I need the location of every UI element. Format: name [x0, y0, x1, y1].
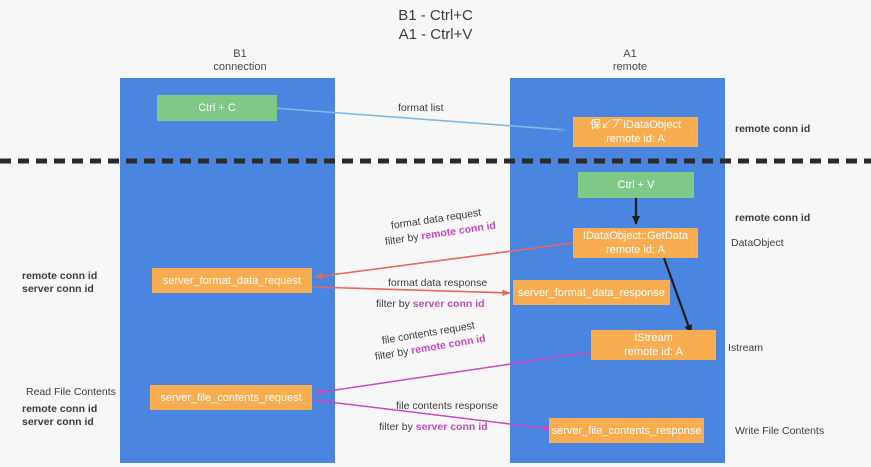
annotation-left-server-conn-id-2: server conn id: [22, 416, 94, 428]
box-idataobject-name: IDataObject: [622, 119, 682, 131]
annotation-remote-conn-id-mid: remote conn id: [735, 212, 811, 224]
box-server-file-contents-response[interactable]: server_file_contents_response: [549, 418, 704, 443]
box-ctrl-c-label: Ctrl + C: [198, 102, 236, 114]
box-ctrl-v[interactable]: Ctrl + V: [578, 172, 694, 198]
column-header-b1-sub: connection: [213, 61, 267, 73]
column-header-a1-sub: remote: [612, 61, 648, 73]
annotation-dataobject: DataObject: [731, 237, 784, 249]
column-header-b1: B1 connection: [150, 48, 330, 74]
title-line-1: B1 - Ctrl+C: [398, 7, 473, 24]
box-idataobject-title: 保↙丆IDataObject: [590, 118, 681, 132]
box-idataobject[interactable]: 保↙丆IDataObject remote id: A: [573, 117, 698, 147]
box-server-file-contents-request-label: server_file_contents_request: [160, 391, 302, 404]
box-idataobject-sub: remote id: A: [606, 133, 665, 145]
annotation-remote-conn-id-top: remote conn id: [735, 123, 811, 135]
filter-key-server-conn-id-1: server conn id: [412, 298, 485, 310]
column-header-b1-name: B1: [233, 48, 247, 60]
filter-prefix-2: filter by: [376, 298, 413, 310]
box-istream-title: IStream: [634, 332, 673, 344]
box-server-file-contents-request[interactable]: server_file_contents_request: [150, 385, 312, 410]
edge-label-format-data-response-filter: filter by server conn id: [376, 297, 485, 311]
box-idataobject-getdata[interactable]: IDataObject::GetData remote id: A: [573, 228, 698, 258]
page-title: B1 - Ctrl+C A1 - Ctrl+V: [0, 6, 871, 44]
filter-prefix-1: filter by: [384, 230, 423, 248]
box-ctrl-c[interactable]: Ctrl + C: [157, 95, 277, 121]
box-getdata-title: IDataObject::GetData: [582, 230, 689, 242]
box-server-file-contents-response-label: server_file_contents_response: [551, 424, 702, 437]
edge-label-file-contents-response-filter: filter by server conn id: [379, 420, 488, 434]
box-istream[interactable]: IStream remote id: A: [591, 330, 716, 360]
edge-label-file-contents-response: file contents response: [396, 400, 499, 412]
box-idataobject-prefix: 保↙丆: [589, 119, 623, 131]
column-header-a1: A1 remote: [540, 48, 720, 74]
box-istream-sub: remote id: A: [624, 346, 683, 358]
annotation-read-file-contents: Read File Contents: [26, 386, 116, 398]
annotation-left-remote-conn-id: remote conn id: [22, 270, 98, 282]
annotation-left-server-conn-id: server conn id: [22, 283, 94, 295]
filter-prefix-3: filter by: [374, 345, 413, 363]
box-server-format-data-response[interactable]: server_format_data_response: [513, 280, 670, 305]
title-line-2: A1 - Ctrl+V: [398, 26, 473, 43]
edge-label-format-data-response: format data response: [388, 277, 488, 289]
box-server-format-data-request[interactable]: server_format_data_request: [152, 268, 312, 293]
box-server-format-data-response-label: server_format_data_response: [518, 286, 665, 299]
box-ctrl-v-label: Ctrl + V: [617, 179, 655, 191]
box-server-format-data-request-label: server_format_data_request: [162, 274, 302, 287]
edge-label-format-list: format list: [398, 102, 444, 114]
column-header-a1-name: A1: [623, 48, 637, 60]
filter-prefix-4: filter by: [379, 421, 416, 433]
annotation-istream: Istream: [728, 342, 764, 354]
filter-key-server-conn-id-2: server conn id: [415, 421, 488, 433]
annotation-write-file-contents: Write File Contents: [735, 425, 825, 437]
box-getdata-sub: remote id: A: [606, 244, 665, 256]
annotation-left-remote-conn-id-2: remote conn id: [22, 403, 98, 415]
